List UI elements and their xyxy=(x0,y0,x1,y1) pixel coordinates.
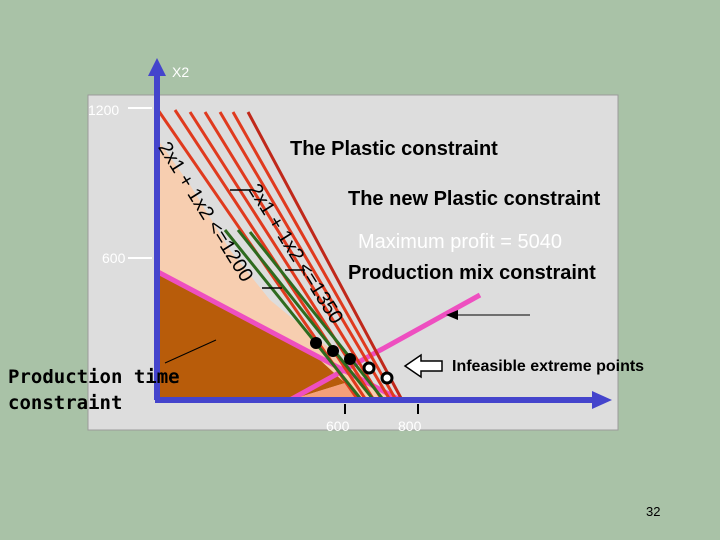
page-number: 32 xyxy=(646,504,661,519)
y-tick-1200: 1200 xyxy=(88,102,120,118)
x-tick-600: 600 xyxy=(326,418,350,434)
feasible-region-dark xyxy=(158,272,345,400)
plastic-constraint-label: The Plastic constraint xyxy=(290,138,498,160)
new-plastic-constraint-label: The new Plastic constraint xyxy=(348,188,601,210)
infeasible-points-label: Infeasible extreme points xyxy=(452,358,645,375)
new-plastic-line xyxy=(246,111,404,401)
x-axis-arrow-icon xyxy=(592,391,612,409)
extreme-points xyxy=(310,337,356,365)
prod-mix-arrow-icon xyxy=(446,310,458,320)
prod-time-pointer xyxy=(164,339,217,364)
x-tick-800: 800 xyxy=(398,418,422,434)
feasible-region-corner xyxy=(290,383,360,400)
production-time-label: Production time constraint xyxy=(8,366,180,414)
infeasible-extreme-points xyxy=(362,361,394,385)
y-tick-600: 600 xyxy=(102,250,126,266)
production-mix-label: Production mix constraint xyxy=(348,262,596,284)
max-profit-label: Maximum profit = 5040 xyxy=(358,231,562,253)
plastic-line-ticks xyxy=(230,189,305,289)
infeasible-arrow-icon xyxy=(403,353,443,379)
iso-profit-lines xyxy=(223,229,384,399)
production-mix-line xyxy=(288,292,482,403)
y-axis-label: X2 xyxy=(172,64,190,80)
y-axis-arrow-icon xyxy=(148,58,166,76)
